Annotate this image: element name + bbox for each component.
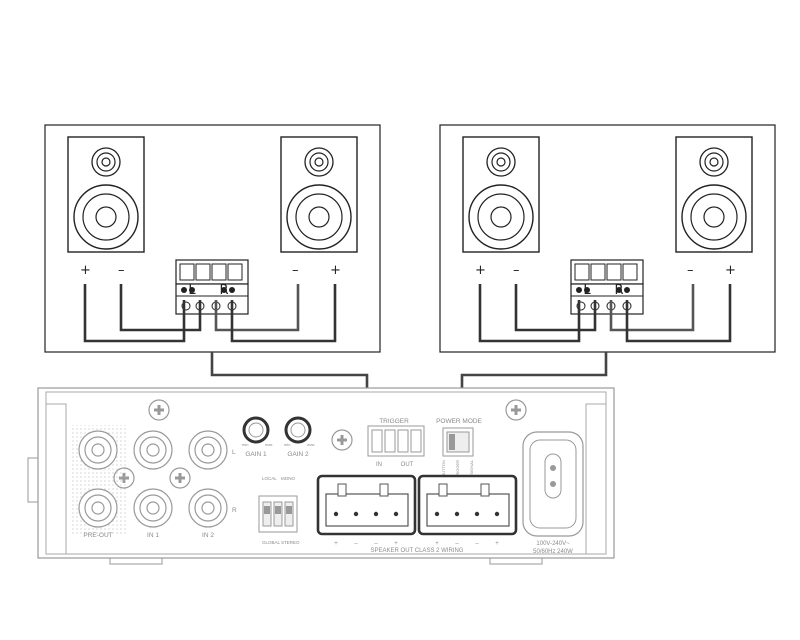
power-mode-switch[interactable]	[442, 427, 474, 457]
polarity-plus: +	[80, 263, 91, 278]
polarity-minus: –	[292, 263, 299, 278]
speaker-wires-right	[478, 284, 732, 343]
stereo-label: STEREO	[281, 540, 300, 545]
speaker-cabinet-left-b	[280, 136, 358, 253]
terminal-connector-left: L R	[175, 259, 249, 315]
out-polarity-minus: –	[354, 541, 358, 547]
polarity-plus: +	[725, 263, 736, 278]
screw-icon	[169, 467, 191, 489]
speaker-wires-left	[83, 284, 337, 343]
speaker-panel-left: + – – + L R	[44, 124, 381, 353]
gain2-label: GAIN 2	[287, 451, 309, 458]
power-mode-option-mid: TRIGGER	[455, 460, 460, 478]
polarity-plus: +	[475, 263, 486, 278]
in1-label: IN 1	[147, 532, 159, 539]
gain2-min: min	[284, 442, 290, 447]
jack-right-label: R	[614, 283, 623, 298]
trigger-out-label: OUT	[401, 462, 414, 468]
jack-left-label: L	[583, 283, 591, 298]
speaker-panel-right: + – – + L R	[439, 124, 776, 353]
trigger-label: TRIGGER	[379, 418, 409, 425]
gain1-label: GAIN 1	[245, 451, 267, 458]
out-polarity-minus: –	[455, 541, 459, 547]
jack-right-label: R	[219, 283, 228, 298]
rca-jacks	[78, 430, 228, 528]
out-polarity-plus: +	[394, 541, 398, 547]
polarity-minus: –	[118, 263, 125, 278]
speaker-out-label: SPEAKER OUT CLASS 2 WIRING	[371, 548, 464, 554]
polarity-minus: –	[513, 263, 520, 278]
terminal-connector-right: L R	[570, 259, 644, 315]
speaker-cabinet-left-a	[67, 136, 145, 253]
local-label: LOCAL	[262, 476, 277, 481]
amplifier-rear-panel: PRE-OUT IN 1 IN 2 L R GAIN 1 GAIN 2 min …	[27, 387, 615, 565]
out-polarity-minus: –	[374, 541, 378, 547]
speaker-cabinet-right-b	[675, 136, 753, 253]
power-rating-line1: 100V-240V~	[536, 541, 570, 547]
in2-label: IN 2	[202, 532, 214, 539]
gain1-knob[interactable]	[242, 416, 270, 444]
power-inlet[interactable]	[522, 431, 584, 537]
pre-out-label: PRE-OUT	[83, 532, 112, 539]
screw-icon	[505, 399, 527, 421]
gain1-min: min	[242, 442, 248, 447]
power-mode-option-right: SIGNAL	[469, 459, 474, 474]
global-label: GLOBAL	[262, 540, 281, 545]
screw-icon	[331, 429, 353, 451]
mono-label: MONO	[281, 476, 295, 481]
side-l-label: L	[232, 449, 236, 456]
side-r-label: R	[232, 507, 237, 514]
trigger-terminal[interactable]	[367, 425, 425, 457]
speaker-out-connector-2[interactable]	[417, 474, 518, 536]
out-polarity-plus: +	[495, 541, 499, 547]
speaker-cabinet-right-a	[462, 136, 540, 253]
polarity-minus: –	[687, 263, 694, 278]
out-polarity-minus: –	[475, 541, 479, 547]
trigger-in-label: IN	[376, 462, 382, 468]
gain1-max: max	[265, 442, 273, 447]
gain2-knob[interactable]	[284, 416, 312, 444]
out-polarity-plus: +	[334, 541, 338, 547]
jack-left-label: L	[188, 283, 196, 298]
gain2-max: max	[307, 442, 315, 447]
polarity-plus: +	[330, 263, 341, 278]
power-mode-label: POWER MODE	[436, 418, 483, 425]
speaker-out-connector-1[interactable]	[316, 474, 417, 536]
power-mode-option-left: ON BUTTON	[441, 460, 446, 484]
mode-dip-switch[interactable]	[258, 495, 298, 533]
power-rating-line2: 50/60Hz 240W	[533, 549, 573, 555]
out-polarity-plus: +	[435, 541, 439, 547]
screw-icon	[148, 399, 170, 421]
